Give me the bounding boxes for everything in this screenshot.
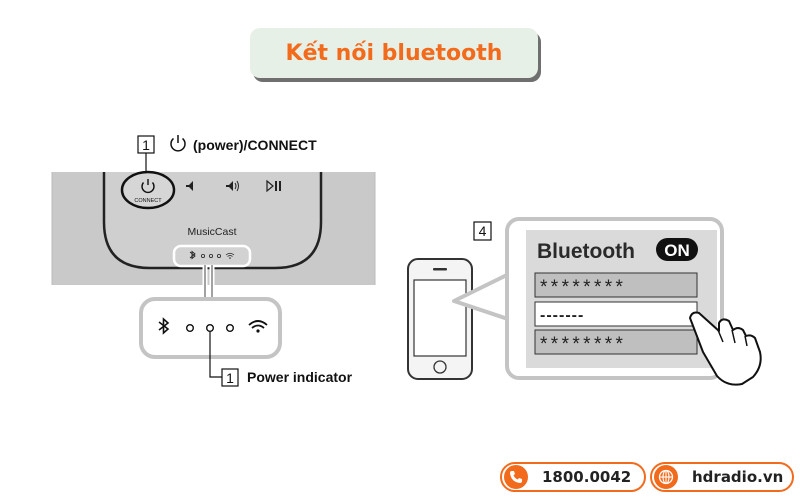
led-small-3: [216, 253, 221, 258]
step-number-box-4: [473, 221, 492, 241]
website-badge[interactable]: hdradio.vn: [650, 462, 794, 492]
power-label-icon: [170, 135, 186, 152]
led-small-2: [208, 253, 213, 258]
bluetooth-toggle[interactable]: ON: [656, 238, 698, 261]
pointing-hand-icon: [689, 311, 762, 386]
bluetooth-icon-small: [189, 250, 196, 260]
brand-logo: MusicCast: [187, 226, 236, 238]
device-row-2[interactable]: [534, 301, 698, 327]
globe-icon: [654, 465, 678, 489]
power-indicator-label: Power indicator: [247, 369, 353, 385]
led-small-1: [200, 253, 205, 258]
toggle-on-label: ON: [664, 241, 690, 260]
bluetooth-label: Bluetooth: [537, 240, 635, 263]
website-url: hdradio.vn: [692, 468, 784, 486]
phone-icon: [504, 465, 528, 489]
bluetooth-icon: [158, 317, 170, 335]
step-number-1b: 1: [226, 370, 234, 386]
step-number-1: 1: [142, 137, 150, 153]
connect-button[interactable]: CONNECT: [120, 170, 176, 210]
device-row-2-text: -------: [540, 307, 584, 324]
volume-up-icon[interactable]: [226, 180, 239, 192]
device-row-3[interactable]: [534, 329, 698, 355]
phone-badge[interactable]: 1800.0042: [500, 462, 646, 492]
title-box: Kết nối bluetooth: [250, 28, 538, 78]
step-number-4: 4: [479, 223, 487, 239]
page-title: Kết nối bluetooth: [285, 40, 503, 66]
indicator-strip-small: [172, 244, 252, 268]
device-row-1-text: ********: [540, 277, 626, 298]
power-icon: [141, 179, 155, 194]
led-3: [225, 324, 234, 333]
step-number-box-1b: [221, 368, 239, 387]
wifi-icon: [248, 320, 268, 333]
volume-down-icon[interactable]: [186, 181, 193, 191]
wifi-icon-small: [225, 252, 235, 259]
smartphone: [407, 258, 473, 380]
connect-button-label: CONNECT: [134, 198, 162, 204]
phone-number: 1800.0042: [542, 468, 632, 486]
led-1: [185, 324, 194, 333]
play-pause-icon[interactable]: [266, 179, 281, 193]
device-row-1[interactable]: [534, 272, 698, 298]
power-connect-label: (power)/CONNECT: [193, 137, 317, 153]
device-row-3-text: ********: [540, 334, 626, 355]
